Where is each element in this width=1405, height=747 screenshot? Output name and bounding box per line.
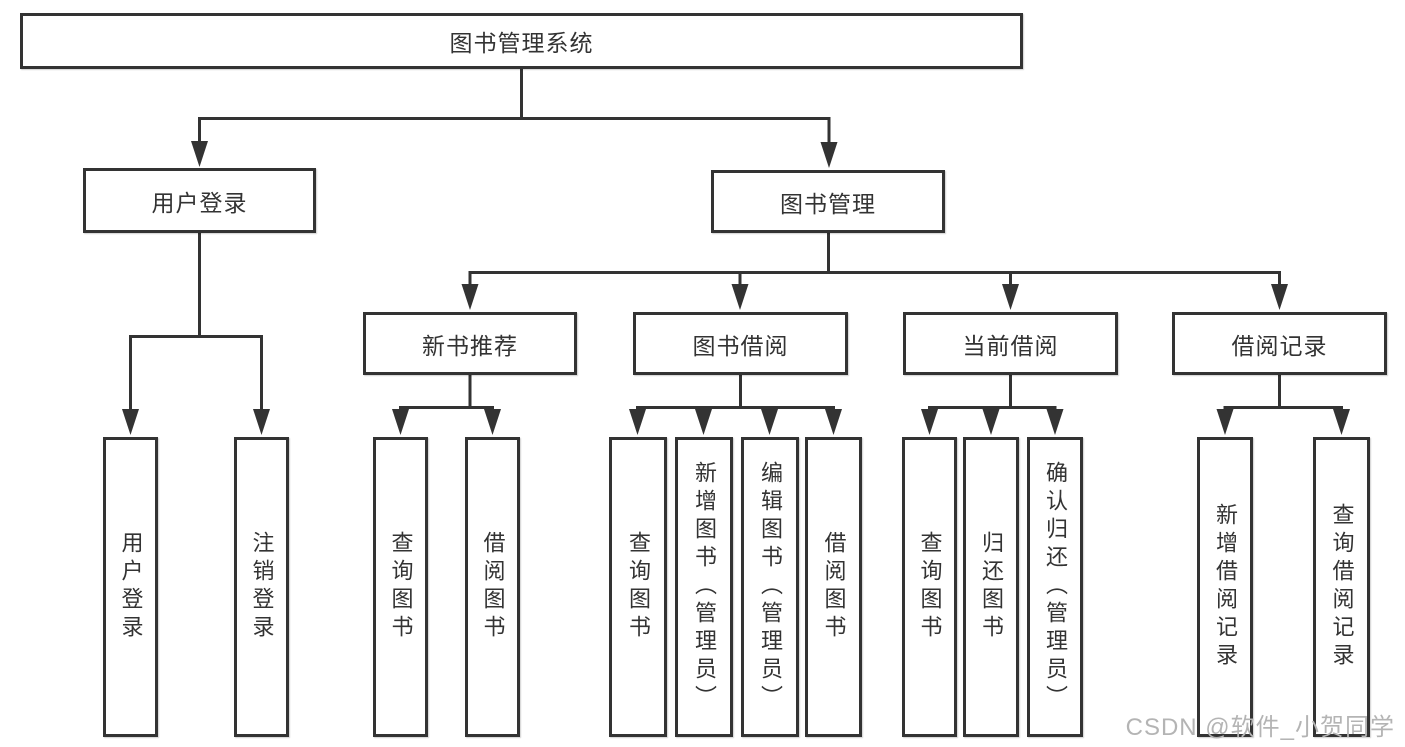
arrowhead-icon — [461, 284, 479, 310]
arrowhead-icon — [392, 409, 409, 435]
node-book-management: 图书管理 — [711, 170, 945, 233]
node-label: 图书管理系统 — [449, 30, 594, 56]
node-label: 查询图书 — [388, 531, 414, 643]
arrowhead-icon — [731, 284, 749, 310]
leaf-edit-books-admin: 编辑图书（管理员） — [741, 437, 799, 737]
arrowhead-icon — [1271, 284, 1288, 310]
arrowhead-icon — [253, 409, 270, 435]
node-label: 当前借阅 — [962, 332, 1059, 359]
csdn-watermark: CSDN @软件_小贺同学 — [1125, 714, 1395, 741]
node-new-book-recommendation: 新书推荐 — [363, 312, 577, 375]
node-label: 确认归还（管理员） — [1043, 461, 1068, 713]
node-label: 图书借阅 — [692, 332, 789, 359]
leaf-current-query-books: 查询图书 — [902, 437, 957, 737]
node-borrowing-records: 借阅记录 — [1172, 312, 1387, 375]
leaf-borrow-books: 借阅图书 — [805, 437, 862, 737]
node-label: 用户登录 — [118, 531, 144, 643]
leaf-recommend-query-books: 查询图书 — [373, 437, 428, 737]
leaf-add-books-admin: 新增图书（管理员） — [675, 437, 733, 737]
arrowhead-icon — [122, 409, 139, 435]
leaf-confirm-return-admin: 确认归还（管理员） — [1027, 437, 1083, 737]
arrowhead-icon — [761, 409, 778, 435]
node-label: 查询图书 — [626, 531, 651, 643]
arrowhead-icon — [1046, 409, 1064, 435]
node-label: 图书管理 — [780, 190, 876, 217]
leaf-user-login: 用户登录 — [103, 437, 158, 737]
leaf-logout: 注销登录 — [234, 437, 289, 737]
leaf-borrow-query-books: 查询图书 — [609, 437, 667, 737]
arrowhead-icon — [921, 409, 938, 435]
node-label: 借阅图书 — [821, 531, 847, 643]
arrowhead-icon — [820, 142, 838, 168]
node-current-borrowing: 当前借阅 — [903, 312, 1118, 375]
node-book-borrowing: 图书借阅 — [633, 312, 848, 375]
node-label: 编辑图书（管理员） — [758, 461, 783, 713]
node-label: 新增借阅记录 — [1213, 503, 1238, 671]
node-user-login: 用户登录 — [83, 168, 316, 233]
node-label: 新增图书（管理员） — [692, 461, 717, 713]
node-label: 借阅图书 — [480, 531, 506, 643]
arrowhead-icon — [629, 409, 646, 435]
leaf-query-borrow-record: 查询借阅记录 — [1313, 437, 1370, 737]
arrowhead-icon — [1002, 284, 1019, 310]
node-label: 查询借阅记录 — [1329, 503, 1355, 671]
arrowhead-icon — [695, 409, 712, 435]
leaf-add-borrow-record: 新增借阅记录 — [1197, 437, 1253, 737]
node-library-management-system: 图书管理系统 — [20, 13, 1023, 69]
node-label: 新书推荐 — [422, 332, 518, 359]
node-label: 查询图书 — [917, 531, 943, 643]
arrowhead-icon — [484, 409, 501, 435]
arrowheads — [122, 141, 1350, 435]
node-label: 注销登录 — [249, 531, 275, 643]
arrowhead-icon — [982, 409, 1000, 435]
leaf-recommend-borrow-books: 借阅图书 — [465, 437, 520, 737]
node-label: 归还图书 — [979, 531, 1004, 643]
leaf-return-books: 归还图书 — [963, 437, 1019, 737]
node-label: 借阅记录 — [1231, 332, 1328, 359]
arrowhead-icon — [1216, 409, 1234, 435]
node-label: 用户登录 — [151, 189, 248, 216]
arrowhead-icon — [191, 141, 208, 167]
arrowhead-icon — [1333, 409, 1350, 435]
arrowhead-icon — [825, 409, 842, 435]
